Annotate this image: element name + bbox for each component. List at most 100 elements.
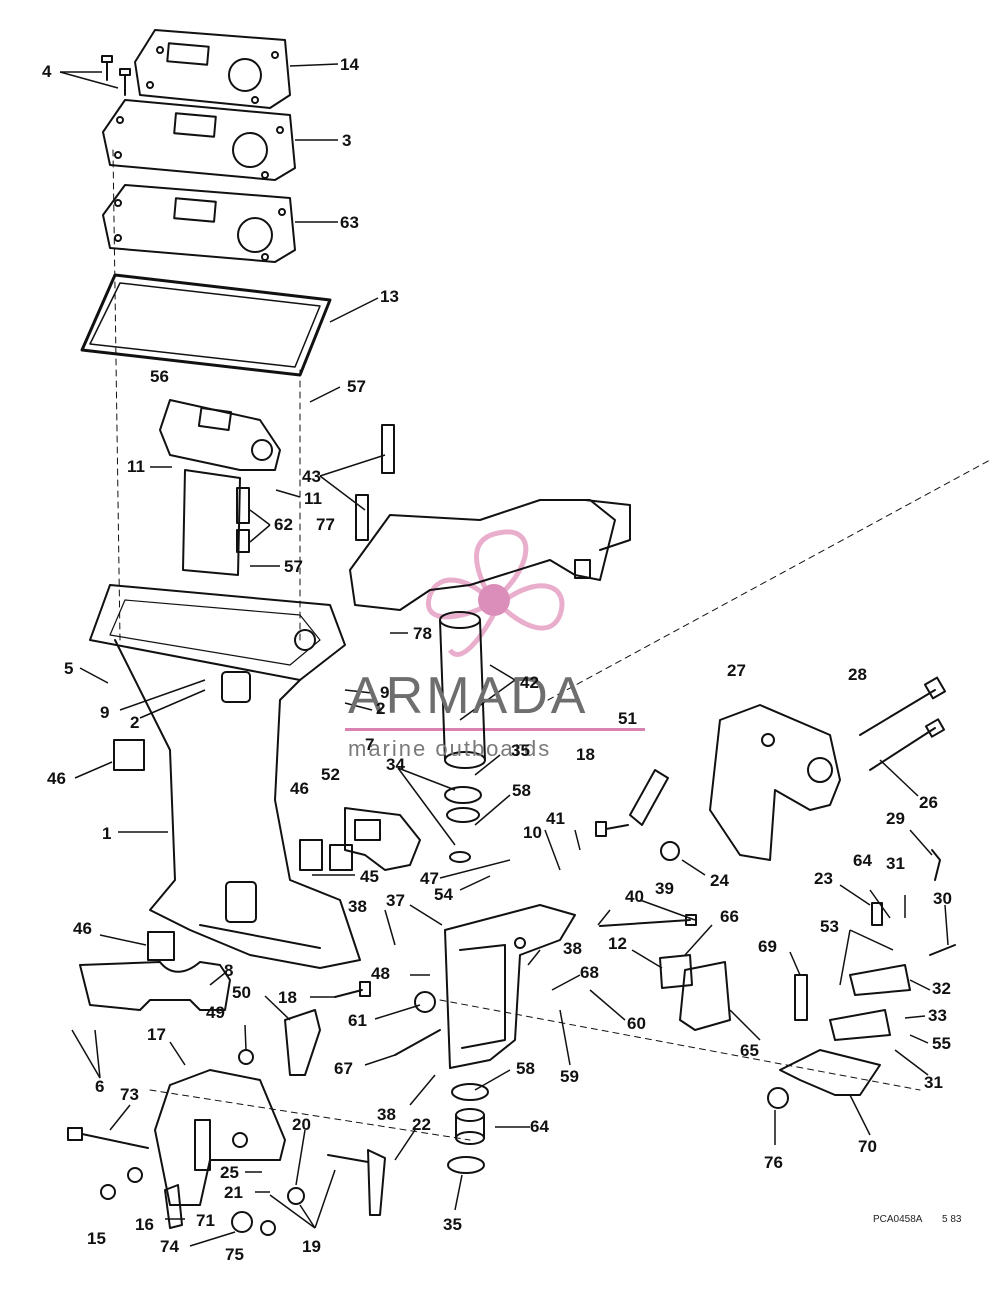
callout-40: 40 <box>625 887 644 906</box>
stern-bracket-37 <box>444 904 576 1069</box>
clamp-8 <box>79 931 231 1011</box>
spring-69 <box>794 974 808 1021</box>
callout-76: 76 <box>764 1153 783 1172</box>
callout-18b: 18 <box>278 988 297 1007</box>
rod-29 <box>931 849 941 881</box>
exhaust-tube-62 <box>236 487 250 553</box>
mount-52 <box>329 844 353 871</box>
callout-13: 13 <box>380 287 399 306</box>
tilt-tube-28 <box>859 676 947 736</box>
drawing-code: PCA0458A <box>873 1214 923 1225</box>
callout-38b: 38 <box>563 939 582 958</box>
callout-8: 8 <box>224 961 234 980</box>
bushing-24 <box>660 841 680 861</box>
callout-58b: 58 <box>516 1059 535 1078</box>
bolt-18a <box>595 821 629 837</box>
callout-68: 68 <box>580 963 599 982</box>
watermark-propeller-logo <box>425 529 565 657</box>
callout-29: 29 <box>886 809 905 828</box>
callout-31: 31 <box>886 854 905 873</box>
callout-70: 70 <box>858 1137 877 1156</box>
callout-46c: 46 <box>73 919 92 938</box>
callout-39: 39 <box>655 879 674 898</box>
callout-9b: 9 <box>380 683 390 702</box>
callout-45: 45 <box>360 867 379 886</box>
callout-77: 77 <box>316 515 335 534</box>
callout-49: 49 <box>206 1003 225 1022</box>
washer-61 <box>414 991 436 1013</box>
swivel-bracket <box>349 499 631 611</box>
bushings-35-34-58 <box>444 786 482 863</box>
screws-4 <box>101 55 131 96</box>
callout-35b: 35 <box>443 1215 462 1234</box>
bracket-27 <box>709 704 841 861</box>
callout-63: 63 <box>340 213 359 232</box>
exhaust-housing-56 <box>159 399 281 576</box>
nut-15 <box>100 1184 116 1200</box>
callout-60: 60 <box>627 1014 646 1033</box>
callout-20: 20 <box>292 1115 311 1134</box>
callout-64: 64 <box>853 851 872 870</box>
watermark-subtitle: marine outboards <box>348 736 552 761</box>
bracket-65 <box>679 961 731 1031</box>
callout-1: 1 <box>102 824 112 843</box>
callout-21: 21 <box>224 1183 243 1202</box>
bolt-73 <box>67 1127 149 1149</box>
exhaust-housing-1 <box>89 584 361 969</box>
callout-11: 11 <box>127 457 145 476</box>
callout-35: 35 <box>511 741 530 760</box>
clamp-bracket-17 <box>154 1069 286 1206</box>
callout-30: 30 <box>933 889 952 908</box>
thumbscrew-22 <box>327 1149 386 1216</box>
mount-46b <box>299 839 323 871</box>
callout-24: 24 <box>710 871 729 890</box>
gasket-63 <box>102 184 296 263</box>
callout-73: 73 <box>120 1085 139 1104</box>
callout-52: 52 <box>321 765 340 784</box>
bracket-33 <box>829 1009 891 1041</box>
adapter-plate-3 <box>102 99 296 181</box>
callout-38: 38 <box>348 897 367 916</box>
leader-lines <box>59 63 949 1247</box>
callout-31b: 31 <box>924 1073 943 1092</box>
callout-7: 7 <box>365 735 375 754</box>
washer-20 <box>287 1187 305 1205</box>
rod-67 <box>394 1029 441 1056</box>
callout-47: 47 <box>420 869 439 888</box>
callout-15: 15 <box>87 1229 106 1248</box>
watermark-title: ARMADA <box>348 667 589 725</box>
callout-28: 28 <box>848 665 867 684</box>
callout-75: 75 <box>225 1245 244 1264</box>
callout-57: 57 <box>347 377 366 396</box>
callout-41: 41 <box>546 809 565 828</box>
nut-75 <box>260 1220 276 1236</box>
bolt-18b <box>334 981 371 998</box>
lever-70 <box>779 1049 881 1096</box>
knob-76 <box>767 1087 789 1109</box>
callout-57b: 57 <box>284 557 303 576</box>
bracket-32 <box>849 964 911 996</box>
callout-50: 50 <box>232 983 251 1002</box>
bolt-26 <box>869 718 946 771</box>
callout-61: 61 <box>348 1011 367 1030</box>
callout-12: 12 <box>608 934 627 953</box>
pins-43 <box>355 424 395 541</box>
drawing-date: 5 83 <box>942 1214 962 1225</box>
watermark-underline <box>345 728 645 731</box>
bushing-35b <box>447 1156 485 1174</box>
seal-13 <box>80 273 332 377</box>
callout-48: 48 <box>371 964 390 983</box>
callout-38c: 38 <box>377 1105 396 1124</box>
plate-12 <box>659 954 693 989</box>
mount-46 <box>113 739 145 771</box>
callout-46b: 46 <box>290 779 309 798</box>
callout-43: 43 <box>302 467 321 486</box>
callout-54: 54 <box>434 885 453 904</box>
ring-58b <box>451 1083 489 1101</box>
callout-66: 66 <box>720 907 739 926</box>
callout-26: 26 <box>919 793 938 812</box>
callout-19: 19 <box>302 1237 321 1256</box>
steering-tube-42 <box>439 611 486 769</box>
callout-27: 27 <box>727 661 746 680</box>
